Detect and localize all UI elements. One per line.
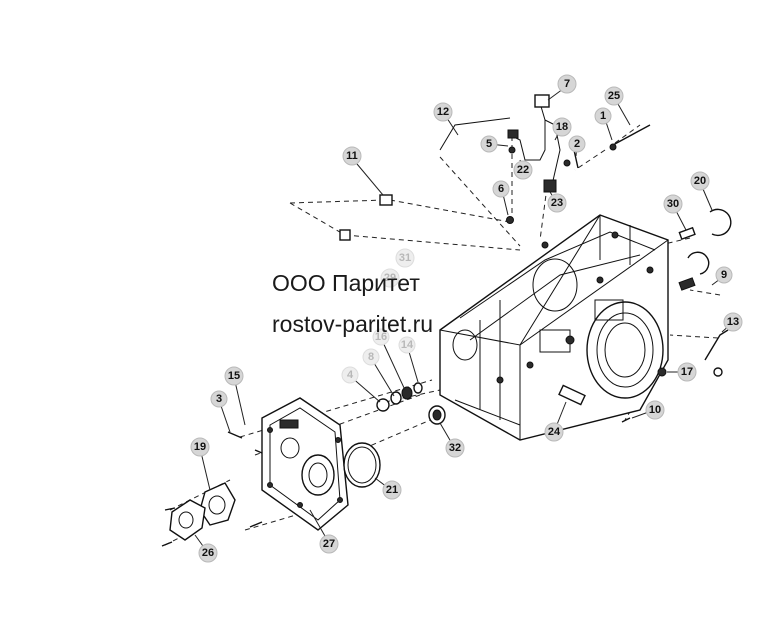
callout-2: 2 <box>568 135 586 153</box>
callout-32: 32 <box>445 438 465 458</box>
callout-14: 14 <box>398 336 416 354</box>
callout-19: 19 <box>190 437 210 457</box>
callout-16: 16 <box>372 328 390 346</box>
callout-6: 6 <box>492 180 510 198</box>
callout-29: 29 <box>380 268 400 288</box>
callout-7: 7 <box>557 74 577 94</box>
callout-26: 26 <box>198 543 218 563</box>
o-ring-21-part <box>343 442 381 488</box>
snap-ring-20-part <box>709 208 732 237</box>
callout-3: 3 <box>210 390 228 408</box>
callout-12: 12 <box>433 102 453 122</box>
svg-text:1: 1 <box>600 110 606 122</box>
callout-8: 8 <box>362 348 380 366</box>
svg-text:31: 31 <box>399 252 411 264</box>
pipe-assembly <box>439 94 651 224</box>
callout-27: 27 <box>319 534 339 554</box>
svg-text:30: 30 <box>667 198 679 210</box>
callout-13: 13 <box>723 312 743 332</box>
svg-text:21: 21 <box>386 484 398 496</box>
callout-25: 25 <box>604 86 624 106</box>
flange-26-part <box>169 499 206 541</box>
callout-24: 24 <box>544 422 564 442</box>
svg-text:32: 32 <box>449 442 461 454</box>
svg-text:29: 29 <box>384 272 396 284</box>
svg-text:27: 27 <box>323 538 335 550</box>
rear-cover-plate <box>261 397 349 531</box>
callout-4: 4 <box>341 366 359 384</box>
callout-23: 23 <box>547 193 567 213</box>
shaft-24-part <box>558 384 586 406</box>
svg-text:5: 5 <box>486 138 492 150</box>
transmission-housing <box>439 214 669 441</box>
svg-text:3: 3 <box>216 393 222 405</box>
svg-text:16: 16 <box>375 331 387 343</box>
svg-text:2: 2 <box>574 138 580 150</box>
callout-21: 21 <box>382 480 402 500</box>
callout-10: 10 <box>645 400 665 420</box>
callout-1: 1 <box>594 107 612 125</box>
gasket-19-part <box>199 482 236 526</box>
svg-text:6: 6 <box>498 183 504 195</box>
svg-text:25: 25 <box>608 90 620 102</box>
callout-9: 9 <box>715 266 733 284</box>
callout-30: 30 <box>663 194 683 214</box>
svg-text:17: 17 <box>681 366 693 378</box>
callout-22: 22 <box>513 160 533 180</box>
svg-text:12: 12 <box>437 106 449 118</box>
svg-text:24: 24 <box>548 426 561 438</box>
svg-text:10: 10 <box>649 404 661 416</box>
callout-5: 5 <box>480 135 498 153</box>
svg-text:14: 14 <box>401 339 414 351</box>
callout-31: 31 <box>395 248 415 268</box>
svg-text:18: 18 <box>556 121 568 133</box>
svg-text:9: 9 <box>721 269 727 281</box>
svg-text:11: 11 <box>346 150 358 162</box>
svg-text:23: 23 <box>551 197 563 209</box>
fitting-11-part <box>379 194 393 206</box>
callout-11: 11 <box>342 146 362 166</box>
callout-17: 17 <box>677 362 697 382</box>
callout-20: 20 <box>690 171 710 191</box>
svg-text:22: 22 <box>517 164 529 176</box>
svg-text:20: 20 <box>694 175 706 187</box>
callout-18: 18 <box>552 117 572 137</box>
svg-text:13: 13 <box>727 316 739 328</box>
svg-text:15: 15 <box>228 370 240 382</box>
svg-text:4: 4 <box>347 369 354 381</box>
lever-13-part <box>704 329 729 361</box>
watermark-company-name: ООО Паритет <box>272 270 420 296</box>
svg-text:8: 8 <box>368 351 374 363</box>
callout-15: 15 <box>224 366 244 386</box>
svg-text:26: 26 <box>202 547 214 559</box>
svg-text:19: 19 <box>194 441 206 453</box>
watermark-website: rostov-paritet.ru <box>272 311 434 337</box>
svg-text:7: 7 <box>564 78 570 90</box>
